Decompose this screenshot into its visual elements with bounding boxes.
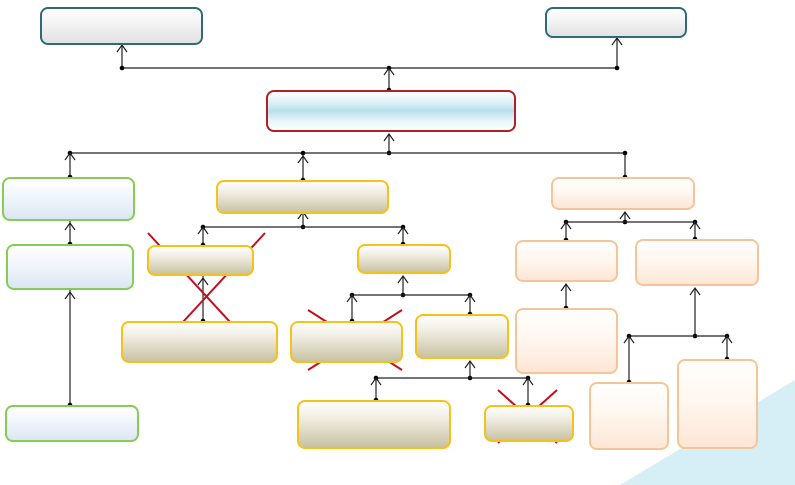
node-mid-a-child[interactable] [121,321,278,363]
node-right-b-1[interactable] [589,382,669,450]
node-left-3[interactable] [5,405,139,442]
node-mid-b-2[interactable] [415,314,509,359]
node-wrapper [266,90,516,132]
node-top-right[interactable] [545,7,687,38]
node-top-left[interactable] [40,7,203,45]
node-right-a-child[interactable] [515,308,618,374]
node-wrapper [5,405,139,442]
node-wrapper [545,7,687,38]
node-mid-b[interactable] [357,244,451,274]
node-wrapper [415,314,509,359]
node-wrapper [6,244,134,290]
node-wrapper [121,321,278,363]
node-mid-b-2-2[interactable] [484,405,574,442]
node-right-a[interactable] [515,240,618,282]
node-wrapper [551,177,695,210]
node-wrapper [216,180,389,214]
node-wrapper [515,240,618,282]
node-right-b-2[interactable] [677,359,758,449]
node-mid-b-1[interactable] [290,321,403,363]
node-wrapper [290,321,403,363]
node-wrapper [589,382,669,450]
node-right-b[interactable] [635,239,759,286]
node-root[interactable] [266,90,516,132]
node-wrapper [677,359,758,449]
node-mid[interactable] [216,180,389,214]
node-mid-a[interactable] [147,245,254,276]
node-wrapper [40,7,203,45]
node-mid-b-2-1[interactable] [297,400,451,449]
node-wrapper [357,244,451,274]
node-wrapper [2,177,135,221]
node-right[interactable] [551,177,695,210]
node-wrapper [147,245,254,276]
node-wrapper [484,405,574,442]
node-wrapper [635,239,759,286]
node-left-2[interactable] [6,244,134,290]
node-left-1[interactable] [2,177,135,221]
node-wrapper [297,400,451,449]
node-wrapper [515,308,618,374]
